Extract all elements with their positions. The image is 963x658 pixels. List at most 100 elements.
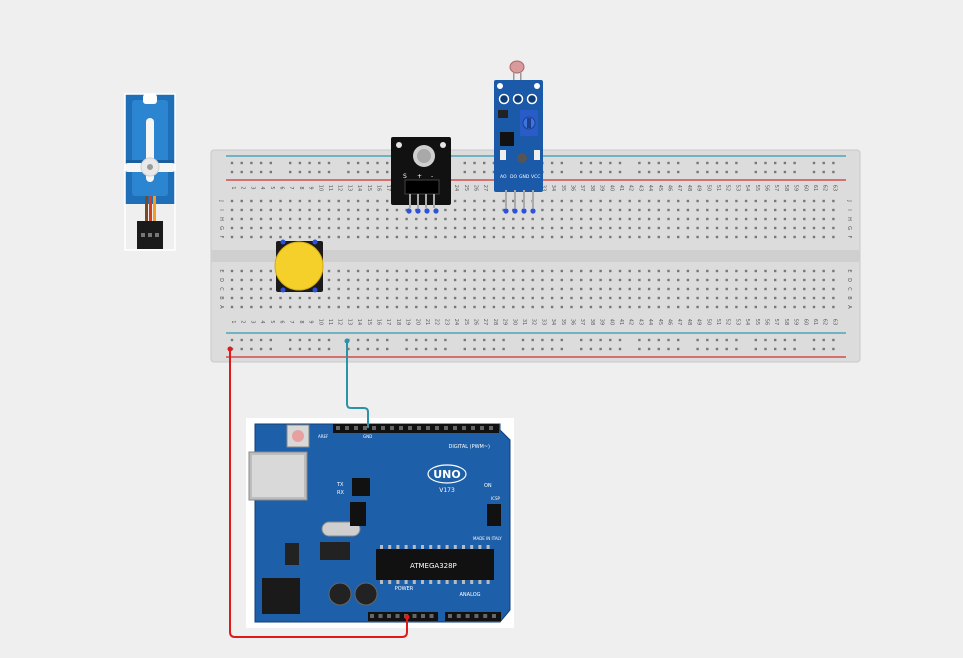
- terminal-hole[interactable]: [279, 199, 282, 203]
- terminal-hole[interactable]: [502, 217, 505, 221]
- rail-hole[interactable]: [386, 161, 389, 165]
- sound-sensor-module[interactable]: S + -: [391, 137, 451, 214]
- terminal-hole[interactable]: [774, 217, 777, 221]
- terminal-hole[interactable]: [541, 296, 544, 300]
- header-pin[interactable]: [435, 426, 439, 430]
- terminal-hole[interactable]: [706, 235, 709, 239]
- rail-hole[interactable]: [638, 170, 641, 174]
- terminal-hole[interactable]: [541, 208, 544, 212]
- terminal-hole[interactable]: [706, 269, 709, 273]
- terminal-hole[interactable]: [628, 226, 631, 230]
- terminal-hole[interactable]: [599, 208, 602, 212]
- terminal-hole[interactable]: [618, 235, 622, 239]
- terminal-hole[interactable]: [395, 305, 399, 309]
- terminal-hole[interactable]: [638, 305, 641, 309]
- terminal-hole[interactable]: [725, 235, 728, 239]
- terminal-hole[interactable]: [366, 208, 369, 212]
- terminal-hole[interactable]: [395, 287, 399, 291]
- terminal-hole[interactable]: [599, 296, 602, 300]
- terminal-hole[interactable]: [783, 287, 787, 291]
- terminal-hole[interactable]: [609, 296, 612, 300]
- rail-hole[interactable]: [618, 347, 622, 351]
- terminal-hole[interactable]: [667, 269, 670, 273]
- terminal-hole[interactable]: [599, 269, 602, 273]
- terminal-hole[interactable]: [463, 199, 466, 203]
- terminal-hole[interactable]: [744, 278, 748, 282]
- rail-hole[interactable]: [793, 338, 796, 342]
- terminal-hole[interactable]: [347, 199, 350, 203]
- terminal-hole[interactable]: [793, 208, 796, 212]
- terminal-hole[interactable]: [269, 296, 272, 300]
- terminal-hole[interactable]: [531, 269, 534, 273]
- terminal-hole[interactable]: [483, 305, 486, 309]
- terminal-hole[interactable]: [424, 235, 428, 239]
- terminal-hole[interactable]: [647, 278, 651, 282]
- terminal-hole[interactable]: [822, 296, 825, 300]
- rail-hole[interactable]: [240, 338, 243, 342]
- rail-hole[interactable]: [376, 161, 379, 165]
- terminal-hole[interactable]: [298, 296, 302, 300]
- terminal-hole[interactable]: [318, 217, 321, 221]
- terminal-hole[interactable]: [318, 226, 321, 230]
- terminal-hole[interactable]: [395, 296, 399, 300]
- terminal-hole[interactable]: [803, 296, 806, 300]
- terminal-hole[interactable]: [628, 296, 631, 300]
- terminal-hole[interactable]: [822, 208, 825, 212]
- terminal-hole[interactable]: [250, 305, 253, 309]
- terminal-hole[interactable]: [735, 269, 738, 273]
- terminal-hole[interactable]: [638, 208, 641, 212]
- rail-hole[interactable]: [706, 338, 709, 342]
- header-pin[interactable]: [462, 426, 466, 430]
- terminal-hole[interactable]: [657, 287, 660, 291]
- rail-hole[interactable]: [589, 338, 593, 342]
- terminal-hole[interactable]: [589, 208, 593, 212]
- terminal-hole[interactable]: [250, 208, 253, 212]
- terminal-hole[interactable]: [453, 269, 457, 273]
- terminal-hole[interactable]: [774, 287, 777, 291]
- terminal-hole[interactable]: [444, 235, 447, 239]
- header-pin[interactable]: [354, 426, 358, 430]
- terminal-hole[interactable]: [570, 296, 573, 300]
- terminal-hole[interactable]: [570, 217, 573, 221]
- terminal-hole[interactable]: [289, 305, 292, 309]
- terminal-hole[interactable]: [434, 296, 437, 300]
- terminal-hole[interactable]: [706, 199, 709, 203]
- terminal-hole[interactable]: [580, 208, 583, 212]
- terminal-hole[interactable]: [347, 296, 350, 300]
- terminal-hole[interactable]: [541, 287, 544, 291]
- terminal-hole[interactable]: [483, 287, 486, 291]
- terminal-hole[interactable]: [230, 296, 234, 300]
- terminal-hole[interactable]: [609, 235, 612, 239]
- terminal-hole[interactable]: [250, 296, 253, 300]
- terminal-hole[interactable]: [812, 226, 816, 230]
- rail-hole[interactable]: [822, 338, 825, 342]
- terminal-hole[interactable]: [803, 278, 806, 282]
- terminal-hole[interactable]: [550, 226, 554, 230]
- rail-hole[interactable]: [541, 347, 544, 351]
- terminal-hole[interactable]: [647, 287, 651, 291]
- terminal-hole[interactable]: [463, 287, 466, 291]
- terminal-hole[interactable]: [677, 296, 680, 300]
- terminal-hole[interactable]: [657, 199, 660, 203]
- rail-hole[interactable]: [580, 338, 583, 342]
- terminal-hole[interactable]: [599, 305, 602, 309]
- terminal-hole[interactable]: [657, 269, 660, 273]
- rail-hole[interactable]: [463, 347, 466, 351]
- terminal-hole[interactable]: [347, 287, 350, 291]
- terminal-hole[interactable]: [560, 199, 563, 203]
- terminal-hole[interactable]: [269, 305, 272, 309]
- terminal-hole[interactable]: [356, 226, 360, 230]
- rail-hole[interactable]: [657, 161, 660, 165]
- header-pin[interactable]: [480, 426, 484, 430]
- terminal-hole[interactable]: [347, 235, 350, 239]
- terminal-hole[interactable]: [803, 287, 806, 291]
- terminal-hole[interactable]: [512, 217, 515, 221]
- rail-hole[interactable]: [327, 170, 331, 174]
- terminal-hole[interactable]: [647, 217, 651, 221]
- terminal-hole[interactable]: [512, 296, 515, 300]
- terminal-hole[interactable]: [647, 269, 651, 273]
- rail-hole[interactable]: [783, 170, 787, 174]
- rail-hole[interactable]: [250, 347, 253, 351]
- terminal-hole[interactable]: [298, 305, 302, 309]
- terminal-hole[interactable]: [774, 296, 777, 300]
